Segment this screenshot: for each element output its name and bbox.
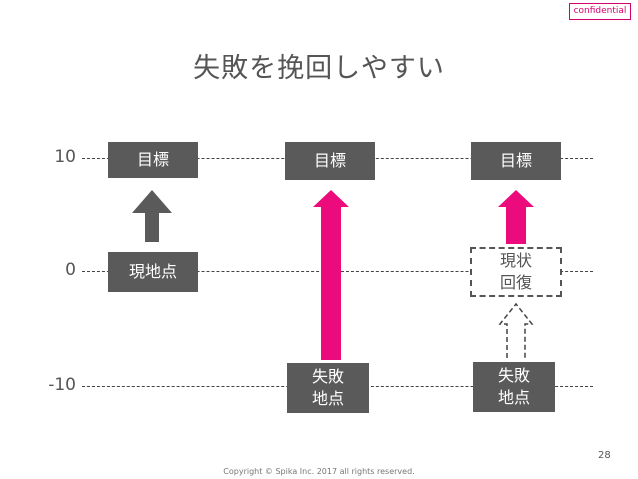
slide-title: 失敗を挽回しやすい [193, 53, 445, 84]
failure-point-center-line2: 地点 [311, 389, 344, 408]
level-label-mid: 0 [65, 260, 76, 280]
failure-point-box-center: 失敗 地点 [287, 363, 369, 413]
current-position-box: 現地点 [108, 252, 198, 292]
copyright-text: Copyright © Spika Inc. 2017 all rights r… [223, 467, 415, 476]
recovery-line2: 回復 [499, 273, 532, 292]
level-label-bottom: -10 [48, 375, 76, 395]
recovery-box: 現状 回復 [470, 247, 562, 297]
goal-box-right-label: 目標 [499, 151, 532, 170]
level-label-top: 10 [54, 147, 76, 167]
failure-point-right-line1: 失敗 [497, 366, 530, 385]
gray-arrow [132, 190, 172, 242]
goal-box-right: 目標 [471, 142, 561, 180]
failure-point-box-right: 失敗 地点 [473, 362, 555, 412]
failure-point-center-line1: 失敗 [311, 367, 344, 386]
confidential-badge: confidential [569, 3, 631, 20]
goal-box-center: 目標 [285, 142, 375, 180]
page-number: 28 [598, 450, 611, 461]
recovery-line1: 現状 [499, 251, 532, 270]
pink-arrow-short [498, 190, 534, 244]
dashed-arrow [498, 302, 534, 358]
failure-point-right-line2: 地点 [497, 388, 530, 407]
pink-arrow-long [313, 190, 349, 360]
goal-box-center-label: 目標 [313, 151, 346, 170]
goal-box-left: 目標 [108, 142, 198, 178]
